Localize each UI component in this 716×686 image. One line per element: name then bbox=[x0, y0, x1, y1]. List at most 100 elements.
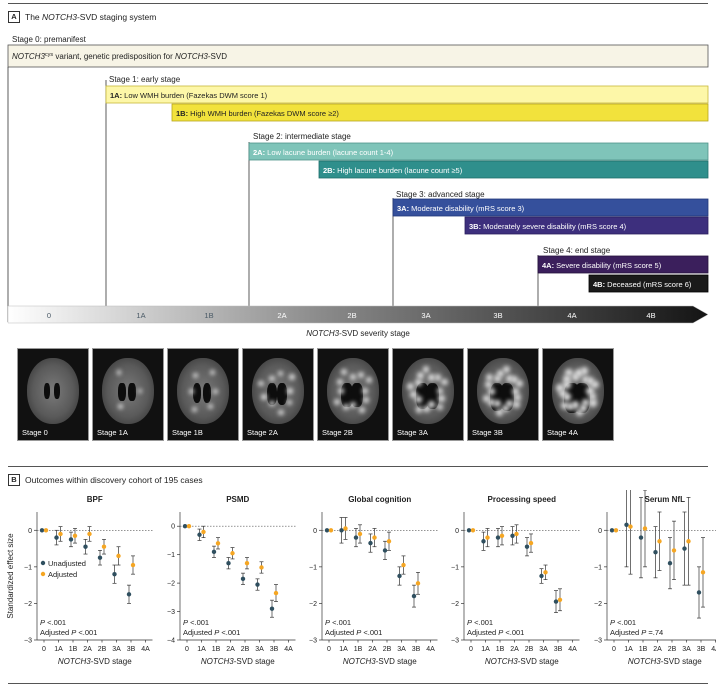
x-tick-label: 1A bbox=[197, 646, 206, 653]
data-point-unadjusted bbox=[54, 535, 59, 540]
lesion-spot bbox=[269, 375, 275, 382]
stats-line: P <.001 bbox=[325, 618, 351, 627]
lesion-spot bbox=[415, 396, 422, 403]
mri-thumbnail: Stage 2B bbox=[317, 348, 389, 441]
stage-label-3: Stage 3: advanced stage bbox=[396, 190, 485, 199]
stage-bar-3B bbox=[464, 216, 709, 235]
data-point-adjusted bbox=[528, 540, 534, 546]
stage0-label: Stage 0: premanifest bbox=[12, 35, 87, 44]
data-point-unadjusted bbox=[524, 544, 530, 549]
data-point-adjusted bbox=[201, 529, 206, 535]
panel-a-title: The NOTCH3-SVD staging system bbox=[25, 12, 157, 22]
lesion-spot bbox=[496, 369, 504, 377]
plot-title: BPF bbox=[87, 495, 103, 504]
panel-a-header: A The NOTCH3-SVD staging system bbox=[8, 11, 156, 23]
x-tick-label: 2B bbox=[383, 646, 392, 653]
data-point-adjusted bbox=[671, 548, 677, 553]
lesion-spot bbox=[580, 367, 589, 375]
data-point-unadjusted bbox=[226, 561, 231, 566]
y-tick-label: −3 bbox=[594, 638, 602, 645]
data-point-unadjusted bbox=[126, 592, 132, 597]
x-tick-label: 1A bbox=[481, 646, 490, 653]
data-point-adjusted bbox=[470, 528, 476, 533]
data-point-adjusted bbox=[357, 531, 363, 537]
y-tick-label: −1 bbox=[309, 564, 317, 571]
data-point-adjusted bbox=[328, 528, 334, 533]
mri-caption: Stage 1B bbox=[172, 428, 203, 437]
lesion-spot bbox=[493, 375, 501, 383]
x-tick-label: 4A bbox=[284, 646, 293, 653]
data-point-unadjusted bbox=[368, 540, 373, 546]
data-point-unadjusted bbox=[682, 546, 687, 551]
y-tick-label: −1 bbox=[594, 564, 602, 571]
y-tick-label: −3 bbox=[309, 638, 317, 645]
x-tick-label: 3B bbox=[270, 646, 279, 653]
y-tick-label: −4 bbox=[167, 638, 175, 645]
lesion-spot bbox=[441, 378, 448, 386]
x-tick-label: 0 bbox=[612, 646, 616, 653]
lesion-spot bbox=[511, 387, 519, 395]
ventricle-shape bbox=[128, 383, 136, 401]
plot-title: PSMD bbox=[226, 495, 249, 504]
y-axis-label: Standardized effect size bbox=[6, 533, 15, 619]
plot-title: Serum NfL bbox=[645, 495, 686, 504]
data-point-adjusted bbox=[401, 562, 406, 568]
panel-b-header: B Outcomes within discovery cohort of 19… bbox=[8, 474, 203, 486]
stage-bar-text-2A: 2A: Low lacune burden (lacune count 1-4) bbox=[253, 148, 394, 157]
lesion-spot bbox=[342, 403, 349, 410]
data-point-unadjusted bbox=[211, 549, 217, 555]
lesion-spot bbox=[208, 404, 213, 410]
x-tick-label: 1B bbox=[69, 646, 78, 653]
lesion-spot bbox=[415, 379, 422, 386]
data-point-unadjusted bbox=[397, 573, 402, 579]
data-point-adjusted bbox=[415, 581, 421, 586]
lesion-spot bbox=[258, 380, 264, 387]
y-tick-label: −3 bbox=[24, 638, 32, 645]
data-point-adjusted bbox=[186, 524, 192, 529]
y-tick-label: 0 bbox=[171, 524, 175, 531]
lesion-spot bbox=[485, 381, 493, 389]
lesion-spot bbox=[510, 375, 518, 383]
data-point-unadjusted bbox=[653, 550, 658, 555]
data-point-unadjusted bbox=[624, 522, 629, 527]
lesion-spot bbox=[359, 406, 365, 413]
data-point-unadjusted bbox=[353, 535, 359, 540]
lesion-spot bbox=[561, 401, 569, 410]
x-axis-label: NOTCH3-SVD stage bbox=[201, 657, 275, 666]
lesion-spot bbox=[571, 373, 580, 381]
mri-caption: Stage 4A bbox=[547, 428, 578, 437]
severity-tick-3B: 3B bbox=[493, 311, 502, 320]
y-tick-label: 0 bbox=[455, 528, 459, 535]
lesion-spot bbox=[586, 387, 594, 395]
x-tick-label: 2B bbox=[241, 646, 250, 653]
mri-thumbnail: Stage 3A bbox=[392, 348, 464, 441]
lesion-spot bbox=[563, 393, 571, 401]
x-tick-label: 3A bbox=[539, 646, 548, 653]
lesion-spot bbox=[502, 405, 510, 413]
y-tick-label: −2 bbox=[309, 601, 317, 608]
stage0-bar-text: NOTCH3cys variant, genetic predispositio… bbox=[12, 52, 227, 61]
data-point-adjusted bbox=[642, 526, 648, 531]
top-rule bbox=[8, 3, 708, 4]
lesion-spot bbox=[278, 409, 284, 416]
lesion-spot bbox=[191, 407, 197, 413]
plot-serum-nfl: Serum NfL0−1−2−301A1B2A2B3A3B4ANOTCH3-SV… bbox=[594, 490, 716, 666]
lesion-spot bbox=[137, 388, 143, 394]
y-tick-label: 0 bbox=[598, 528, 602, 535]
stats-line: P <.001 bbox=[610, 618, 636, 627]
ventricle-shape bbox=[192, 383, 202, 403]
x-axis-label: NOTCH3-SVD stage bbox=[58, 657, 132, 666]
lesion-spot bbox=[365, 377, 372, 384]
lesion-spot bbox=[563, 381, 571, 389]
legend-marker-unadjusted bbox=[40, 560, 46, 566]
data-point-unadjusted bbox=[269, 606, 275, 611]
lesion-spot bbox=[485, 373, 493, 381]
x-tick-label: 0 bbox=[327, 646, 331, 653]
lesion-spot bbox=[415, 406, 423, 413]
severity-tick-4B: 4B bbox=[646, 311, 655, 320]
data-point-adjusted bbox=[657, 539, 662, 544]
data-point-unadjusted bbox=[240, 576, 246, 582]
severity-tick-2A: 2A bbox=[277, 311, 286, 320]
ventricle-shape bbox=[266, 383, 278, 405]
